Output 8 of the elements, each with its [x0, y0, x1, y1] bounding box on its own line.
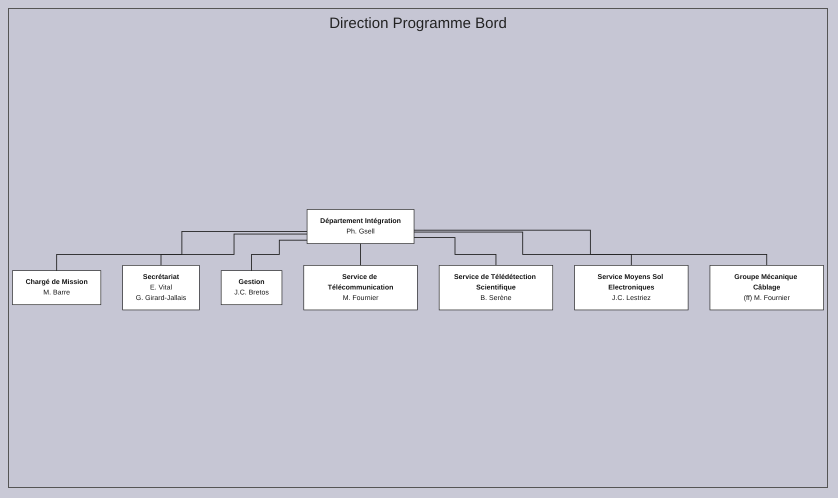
connector — [360, 242, 361, 266]
connector — [160, 233, 308, 266]
chart-title: Direction Programme Bord — [329, 15, 507, 32]
connector — [414, 236, 496, 266]
connector — [251, 240, 308, 271]
connector — [414, 231, 632, 266]
connector — [414, 230, 768, 266]
connector — [56, 230, 308, 271]
